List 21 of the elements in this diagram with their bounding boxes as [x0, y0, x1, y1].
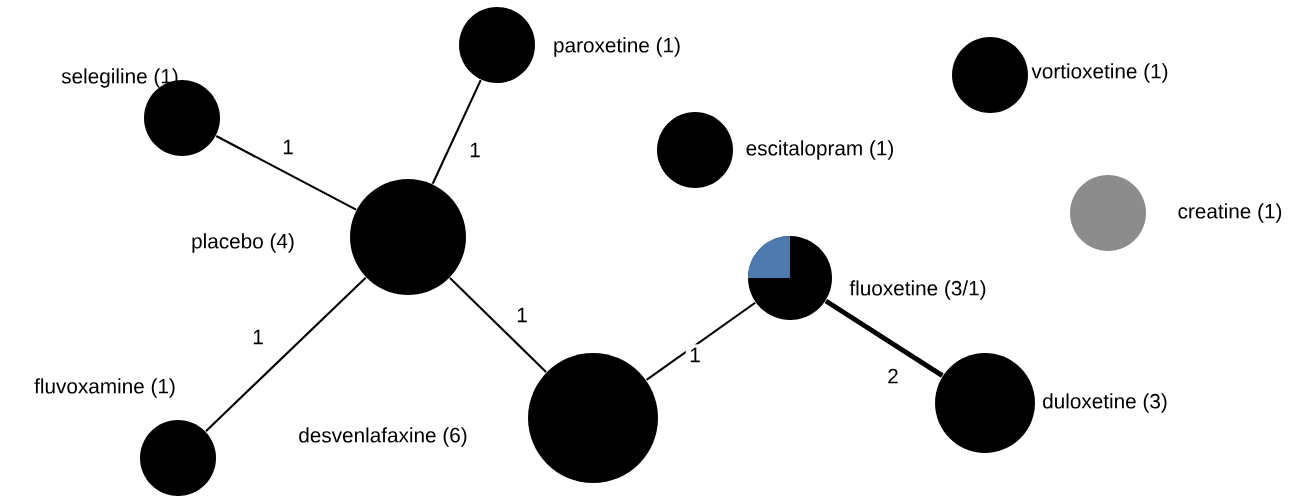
edge-label: 1 — [248, 326, 268, 348]
edge-label: 1 — [685, 344, 705, 366]
node-label: desvenlafaxine (6) — [299, 427, 467, 447]
edge-label: 2 — [883, 365, 903, 387]
node-label: placebo (4) — [192, 233, 294, 253]
node-label: paroxetine (1) — [554, 37, 680, 57]
node-label: fluoxetine (3/1) — [849, 280, 986, 300]
connector-line — [205, 276, 367, 432]
edge-label: 1 — [278, 136, 298, 158]
node-label: creatine (1) — [1178, 203, 1282, 223]
node-label: vortioxetine (1) — [1031, 63, 1168, 83]
node-label: fluvoxamine (1) — [34, 378, 175, 398]
connector-line — [215, 135, 357, 211]
edge-label: 1 — [465, 139, 485, 161]
connector-line — [431, 79, 482, 185]
node-label: duloxetine (3) — [1043, 393, 1167, 413]
connector-line — [645, 301, 756, 381]
edge-label: 1 — [512, 304, 532, 326]
connector-line — [824, 298, 944, 378]
node-label: escitalopram (1) — [746, 140, 893, 160]
connector-line — [449, 277, 547, 373]
